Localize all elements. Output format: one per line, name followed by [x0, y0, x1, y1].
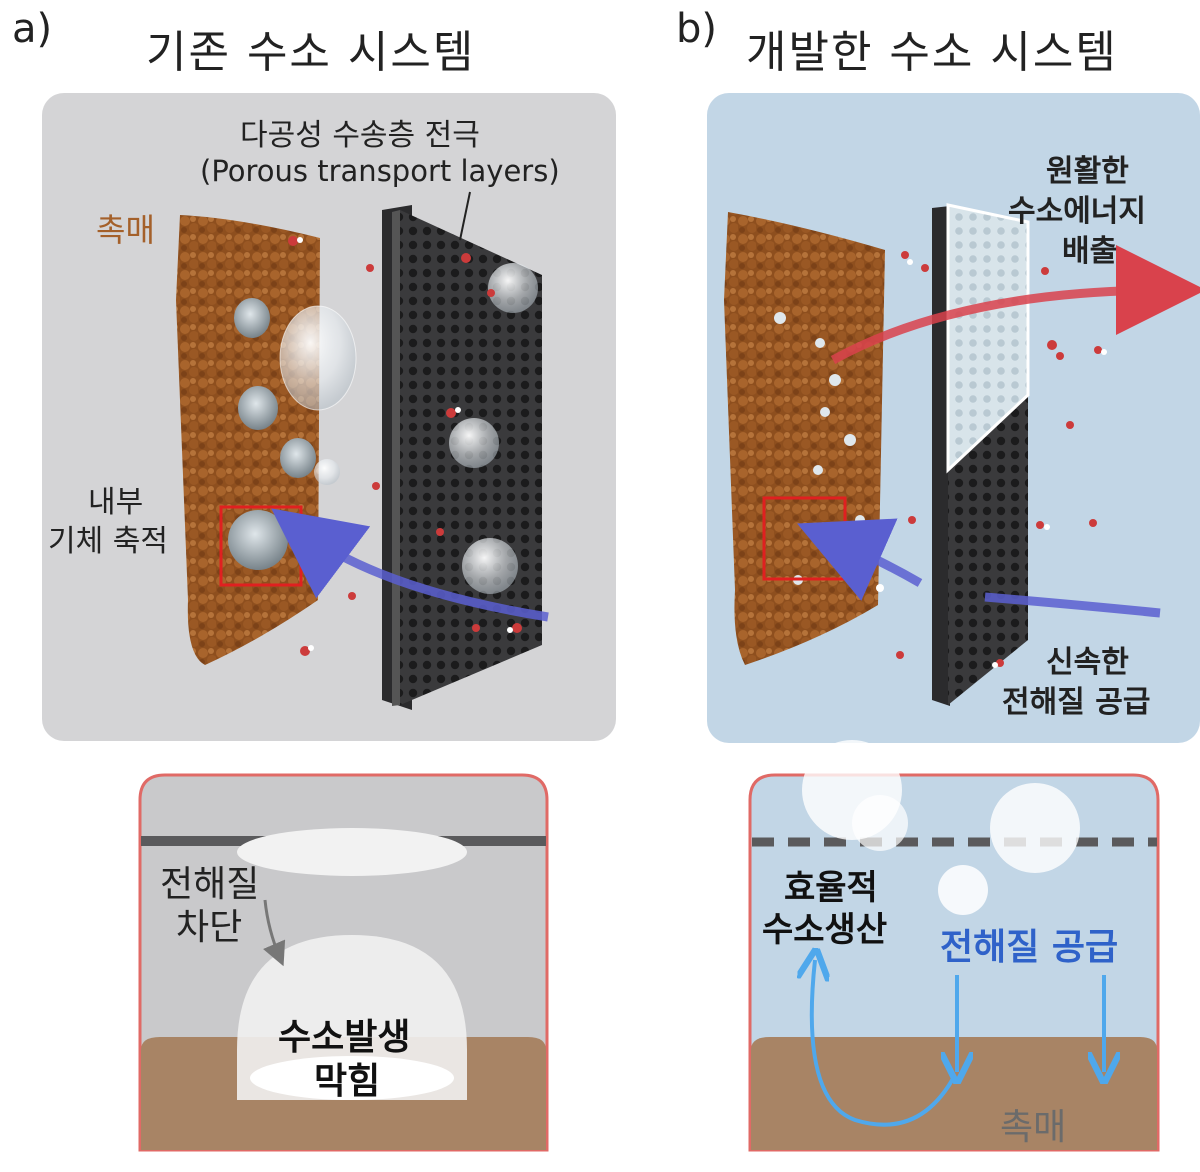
gas-label-line2: 기체 축적	[48, 524, 168, 559]
circulation-arrow	[812, 960, 957, 1127]
release-line1: 원활한	[1046, 154, 1129, 189]
catalyst-slab-b	[724, 212, 885, 665]
efficient-line1: 효율적	[784, 868, 878, 908]
gas-label-line1: 내부	[88, 485, 144, 520]
release-line2: 수소에너지	[1008, 194, 1146, 229]
bubble-label-line1: 수소발생	[278, 1017, 411, 1058]
electrolyte-supply-arrow-b2	[984, 592, 1161, 618]
panel-a-letter: a)	[12, 6, 53, 52]
panel-b-letter: b)	[676, 6, 717, 52]
efficient-line2: 수소생산	[762, 910, 888, 950]
bubble-label-line2: 막힘	[314, 1061, 381, 1102]
detail-catalyst-label: 촉매	[1000, 1107, 1067, 1148]
panel-a-title: 기존 수소 시스템	[146, 27, 476, 78]
release-line3: 배출	[1062, 234, 1118, 269]
blocked-label-line2: 차단	[176, 907, 243, 948]
detail-panel-a	[138, 773, 549, 1152]
supply-line1: 신속한	[1046, 645, 1129, 680]
detail-panel-b	[748, 740, 1160, 1152]
electrolyte-supply-arrow-b1	[797, 518, 923, 601]
ptl-label-ko: 다공성 수송층 전극	[240, 118, 480, 153]
ptl-plate-b	[932, 203, 1030, 706]
detail-supply-label: 전해질 공급	[940, 927, 1119, 968]
panel-b-title: 개발한 수소 시스템	[746, 27, 1118, 78]
ptl-label-en: (Porous transport layers)	[200, 154, 560, 188]
molecules-b	[876, 251, 1107, 668]
bubbles-a	[314, 263, 538, 594]
supply-line2: 전해질 공급	[1002, 685, 1151, 720]
electrolyte-arrow-a	[271, 508, 549, 622]
blocked-label-line1: 전해질	[160, 864, 260, 905]
ptl-leader-line	[459, 191, 471, 241]
catalyst-label-a: 촉매	[96, 211, 155, 249]
hydrogen-release-arrow	[830, 245, 1200, 364]
